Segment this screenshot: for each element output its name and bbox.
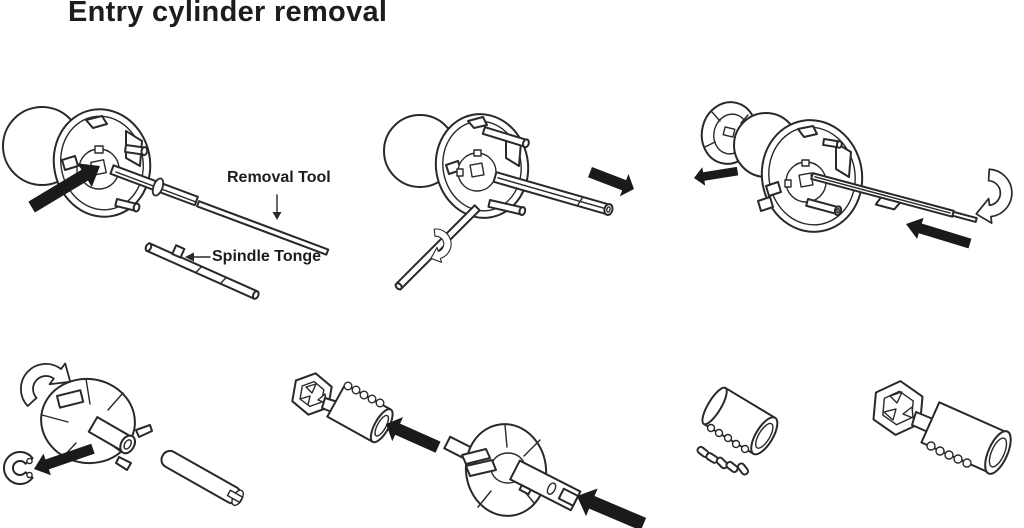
- step5-push-cylinder-out-illustration: [291, 372, 650, 528]
- retainer-clip-detail: [85, 115, 108, 129]
- mounting-post: [481, 126, 530, 149]
- step3-rotate-tool-release-knob-illustration: [692, 101, 1023, 255]
- spindle-hole: [798, 172, 814, 188]
- spindle-hub-tube: [87, 416, 137, 455]
- knob-release-direction-arrow: [692, 161, 740, 188]
- pin-hole: [953, 454, 963, 464]
- spindle-tonge-label: Spindle Tonge: [212, 248, 322, 265]
- pull-out-direction-arrow: [585, 160, 639, 201]
- cam-notch: [456, 168, 464, 177]
- sleeve-push-direction-arrow: [571, 482, 650, 528]
- knob-tail-tube: [509, 459, 582, 512]
- pin-chamber-hole: [706, 423, 716, 433]
- latch-block: [461, 448, 491, 465]
- mount-block-detail: [757, 196, 774, 212]
- pin-hole: [351, 385, 361, 395]
- pin-hole: [962, 458, 972, 468]
- pin-hole: [935, 446, 945, 456]
- loose-pin: [725, 460, 739, 474]
- clip-end-hole: [26, 457, 33, 465]
- key-head-cutouts: [883, 391, 914, 421]
- loose-pin: [736, 462, 750, 476]
- mounting-post: [124, 144, 149, 157]
- pin-hole: [944, 450, 954, 460]
- retainer-clip-detail: [467, 116, 488, 129]
- retaining-c-clip: [2, 451, 34, 485]
- pin-hole: [343, 381, 353, 391]
- pin-chamber-hole: [731, 439, 741, 449]
- shell-spoke-lines: [41, 378, 124, 459]
- tool-tip: [951, 210, 978, 223]
- latch-block: [465, 459, 497, 477]
- mounting-post: [805, 198, 843, 216]
- cam-notch: [473, 149, 482, 157]
- spindle-rod: [144, 242, 260, 300]
- mounting-post: [114, 197, 141, 213]
- cam-notch: [784, 179, 792, 188]
- tool-collar-ring: [151, 177, 165, 197]
- mount-block-detail: [765, 181, 782, 197]
- step1-insert-removal-tool-illustration: [2, 106, 330, 300]
- pin-chamber-hole: [723, 433, 733, 443]
- push-in-direction-arrow: [902, 213, 974, 255]
- spindle-tonge-tab: [171, 244, 186, 259]
- mounting-post: [822, 138, 843, 149]
- retainer-clip-detail: [797, 125, 818, 138]
- cam-notch: [94, 145, 104, 154]
- cam-notch: [801, 159, 810, 167]
- step2-slide-tool-through-illustration: [383, 113, 639, 291]
- tool-flat-blade: [874, 196, 902, 211]
- removal-tool-shaft: [810, 172, 978, 223]
- pin-chamber-hole: [740, 444, 750, 454]
- removal-tool-pointer-head: [272, 212, 282, 220]
- tube-fork-notch: [557, 487, 580, 507]
- mount-plate-detail: [835, 142, 852, 178]
- pin-hole: [375, 398, 385, 408]
- page-title: Entry cylinder removal: [68, 0, 388, 28]
- latch-block: [56, 389, 85, 409]
- step4-remove-retainer-clip-illustration: [2, 359, 244, 507]
- hub-wing-tab: [135, 424, 153, 438]
- removal-tool-label: Removal Tool: [227, 169, 331, 186]
- sleeve-notch: [226, 489, 244, 504]
- cap-rib-lines: [704, 111, 749, 162]
- removal-tool-shaft: [492, 171, 614, 216]
- pin-hole: [359, 390, 369, 400]
- pin-hole: [367, 394, 377, 404]
- sleeve-tool: [160, 449, 244, 507]
- spindle-tonge-pointer-head: [185, 252, 194, 262]
- tube-tab: [518, 484, 532, 496]
- mounting-post: [487, 198, 527, 217]
- removal-tool-blade: [196, 200, 330, 256]
- pin-chamber-hole: [714, 428, 724, 438]
- spindle-hole: [469, 162, 485, 178]
- pin-hole: [926, 441, 936, 451]
- clip-end-hole: [26, 471, 33, 479]
- cylinder-shell: [701, 386, 779, 456]
- hub-wing-tab: [115, 456, 132, 471]
- step7-plug-with-key-illustration: [872, 380, 1012, 475]
- step6-cylinder-shell-and-pins-illustration: [696, 386, 779, 476]
